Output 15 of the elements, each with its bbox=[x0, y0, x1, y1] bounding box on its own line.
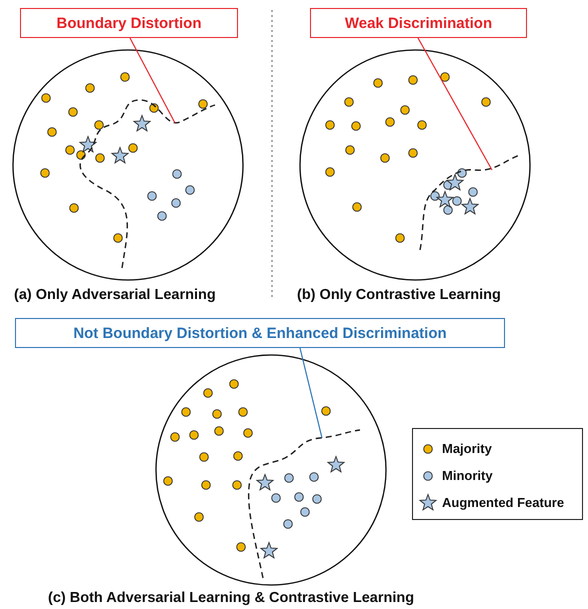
leader-line bbox=[130, 38, 176, 124]
boundary-curve bbox=[248, 429, 360, 578]
legend-label: Minority bbox=[442, 468, 493, 483]
panel-caption: (c) Both Adversarial Learning & Contrastive Learning bbox=[48, 590, 414, 606]
title-box: Not Boundary Distortion & Enhanced Discrimination bbox=[15, 318, 505, 348]
panel-caption: (a) Only Adversarial Learning bbox=[14, 287, 216, 303]
title-box: Boundary Distortion bbox=[20, 8, 238, 38]
title-box: Weak Discrimination bbox=[310, 8, 527, 38]
boundary-curve bbox=[80, 99, 216, 268]
leader-line bbox=[299, 348, 323, 438]
panel-caption: (b) Only Contrastive Learning bbox=[297, 287, 501, 303]
legend-label: Majority bbox=[442, 441, 492, 456]
leader-line bbox=[418, 38, 492, 170]
legend-label: Augmented Feature bbox=[442, 495, 564, 510]
boundary-curve bbox=[419, 154, 520, 250]
